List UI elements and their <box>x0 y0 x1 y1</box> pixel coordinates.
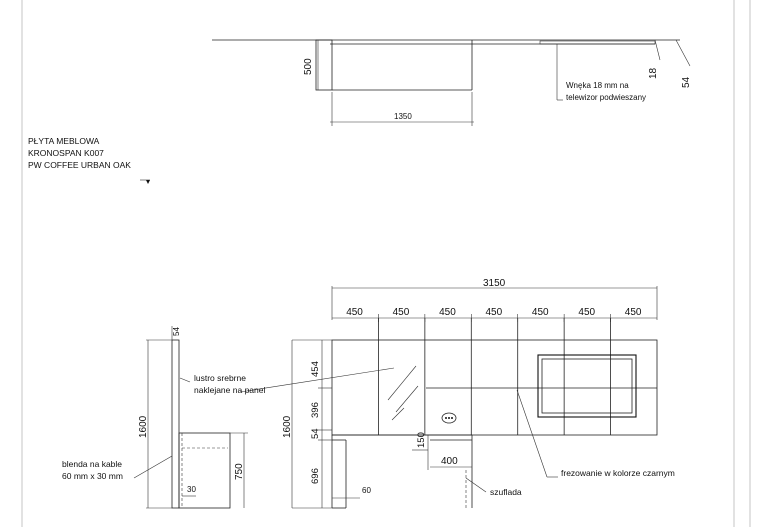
mirror-note-line1: lustro srebrne <box>194 373 246 383</box>
material-marker-arrow <box>146 180 150 184</box>
mirror-leader <box>239 367 395 393</box>
tv-frame-outer <box>537 354 637 418</box>
side-dim-30-label: 30 <box>187 485 196 494</box>
module-width-label-1: 450 <box>346 307 363 318</box>
blend-note-line2: 60 mm x 30 mm <box>62 471 123 481</box>
drawer-label: szuflada <box>490 487 522 497</box>
dim-1600-label: 1600 <box>282 415 293 438</box>
dim-150-label: 150 <box>416 432 427 448</box>
material-note: PŁYTA MEBLOWA KRONOSPAN K007 PW COFFEE U… <box>28 136 150 184</box>
side-dim-54-label: 54 <box>172 327 181 336</box>
blend-note-line1: blenda na kable <box>62 459 122 469</box>
module-lines <box>378 318 611 435</box>
dim-18-label: 18 <box>648 67 659 79</box>
dim-54-leader <box>675 39 691 67</box>
dim-54-front-label: 54 <box>310 428 321 439</box>
dim-696-label: 696 <box>310 468 321 484</box>
socket-pin-3 <box>451 417 453 419</box>
recess-note-line1: Wnęka 18 mm na <box>566 81 629 90</box>
side-mirror-pointer <box>179 377 191 383</box>
mirror-glint-1 <box>387 365 417 401</box>
side-dim-1600-label: 1600 <box>138 415 149 438</box>
dim-54-label: 54 <box>681 76 692 88</box>
front-view: 3150 450 450 450 450 450 450 450 150 <box>194 278 675 509</box>
milling-leader <box>516 389 548 478</box>
module-width-label-5: 450 <box>532 307 549 318</box>
top-view-side-panel <box>315 39 333 91</box>
top-view: 500 1350 Wnęka 18 mm na telewizor podwie… <box>212 39 692 126</box>
material-line1: PŁYTA MEBLOWA <box>28 136 100 146</box>
module-width-label-4: 450 <box>486 307 503 318</box>
dim-18-leader <box>654 39 661 61</box>
tv-frame-inner <box>541 358 633 414</box>
side-dim-750-label: 750 <box>234 463 245 480</box>
side-view: 1600 54 750 30 blenda na kable 60 mm x 3… <box>62 326 248 509</box>
dim-1350-label: 1350 <box>394 112 412 121</box>
mirror-glint-3 <box>391 407 405 421</box>
module-dims: 450 450 450 450 450 450 450 <box>346 307 642 322</box>
dim-454-label: 454 <box>310 361 321 377</box>
module-width-label-3: 450 <box>439 307 456 318</box>
mirror-glint-2 <box>395 385 419 413</box>
drawer-leader <box>465 477 487 493</box>
tv-recess <box>539 40 656 45</box>
module-width-label-2: 450 <box>393 307 410 318</box>
blend-leader <box>133 455 173 479</box>
dim-400-label: 400 <box>441 456 458 467</box>
socket-pin-2 <box>448 417 450 419</box>
side-panel <box>171 339 180 509</box>
dim-60-label: 60 <box>362 486 371 495</box>
recess-note-line2: telewizor podwieszany <box>566 93 646 102</box>
material-line3: PW COFFEE URBAN OAK <box>28 160 131 170</box>
dim-396-label: 396 <box>310 402 321 418</box>
module-width-label-7: 450 <box>625 307 642 318</box>
upper-cabinets <box>331 339 658 436</box>
socket-pin-1 <box>445 417 447 419</box>
socket-icon <box>441 412 457 424</box>
dim-3150-label: 3150 <box>483 278 506 289</box>
mirror-note-line2: naklejane na panel <box>194 385 265 395</box>
material-line2: KRONOSPAN K007 <box>28 148 104 158</box>
dim-500-label: 500 <box>303 58 314 75</box>
side-cabinet <box>178 432 231 509</box>
milling-note: frezowanie w kolorze czarnym <box>561 468 675 478</box>
module-width-label-6: 450 <box>578 307 595 318</box>
